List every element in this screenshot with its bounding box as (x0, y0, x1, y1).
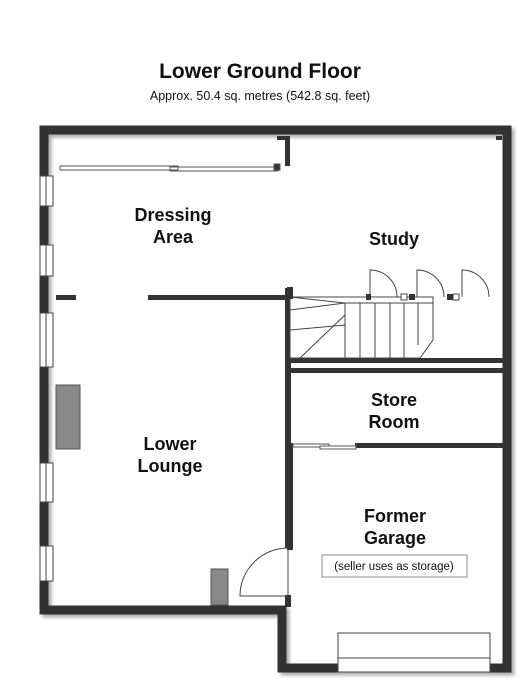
room-label-garage-1: Former (364, 506, 426, 526)
floor-area: Approx. 50.4 sq. metres (542.8 sq. feet) (149, 89, 371, 103)
interior-walls (56, 136, 503, 607)
storage-unit (210, 568, 229, 606)
floor-title: Lower Ground Floor (159, 60, 361, 83)
staircase (289, 296, 434, 359)
windows-left (39, 175, 54, 582)
store-sliding-door (292, 443, 357, 450)
wall-dressing-lounge (148, 295, 290, 300)
study-cupboard-doors (366, 269, 490, 301)
room-label-store-1: Store (371, 390, 417, 410)
wall-store-garage (355, 443, 503, 448)
garage-note: (seller uses as storage) (321, 554, 468, 578)
wall-dressing-study (285, 136, 290, 166)
sliding-door (59, 163, 281, 172)
outer-walls (39, 125, 512, 673)
room-label-study: Study (369, 229, 419, 249)
garage-note-text: (seller uses as storage) (334, 561, 454, 573)
room-label-lounge-2: Lounge (138, 456, 203, 476)
room-label-dressing-1: Dressing (134, 205, 211, 225)
garage-door (337, 632, 491, 673)
lounge-door (239, 547, 289, 597)
room-label-store-2: Room (369, 412, 420, 432)
fireplace (55, 384, 81, 450)
wall-lounge-right (285, 288, 291, 548)
wall-stub-left (56, 295, 76, 300)
wall-study-store (285, 358, 503, 363)
room-label-dressing-2: Area (153, 227, 194, 247)
room-label-garage-2: Garage (364, 528, 426, 548)
room-label-lounge-1: Lower (143, 434, 196, 454)
